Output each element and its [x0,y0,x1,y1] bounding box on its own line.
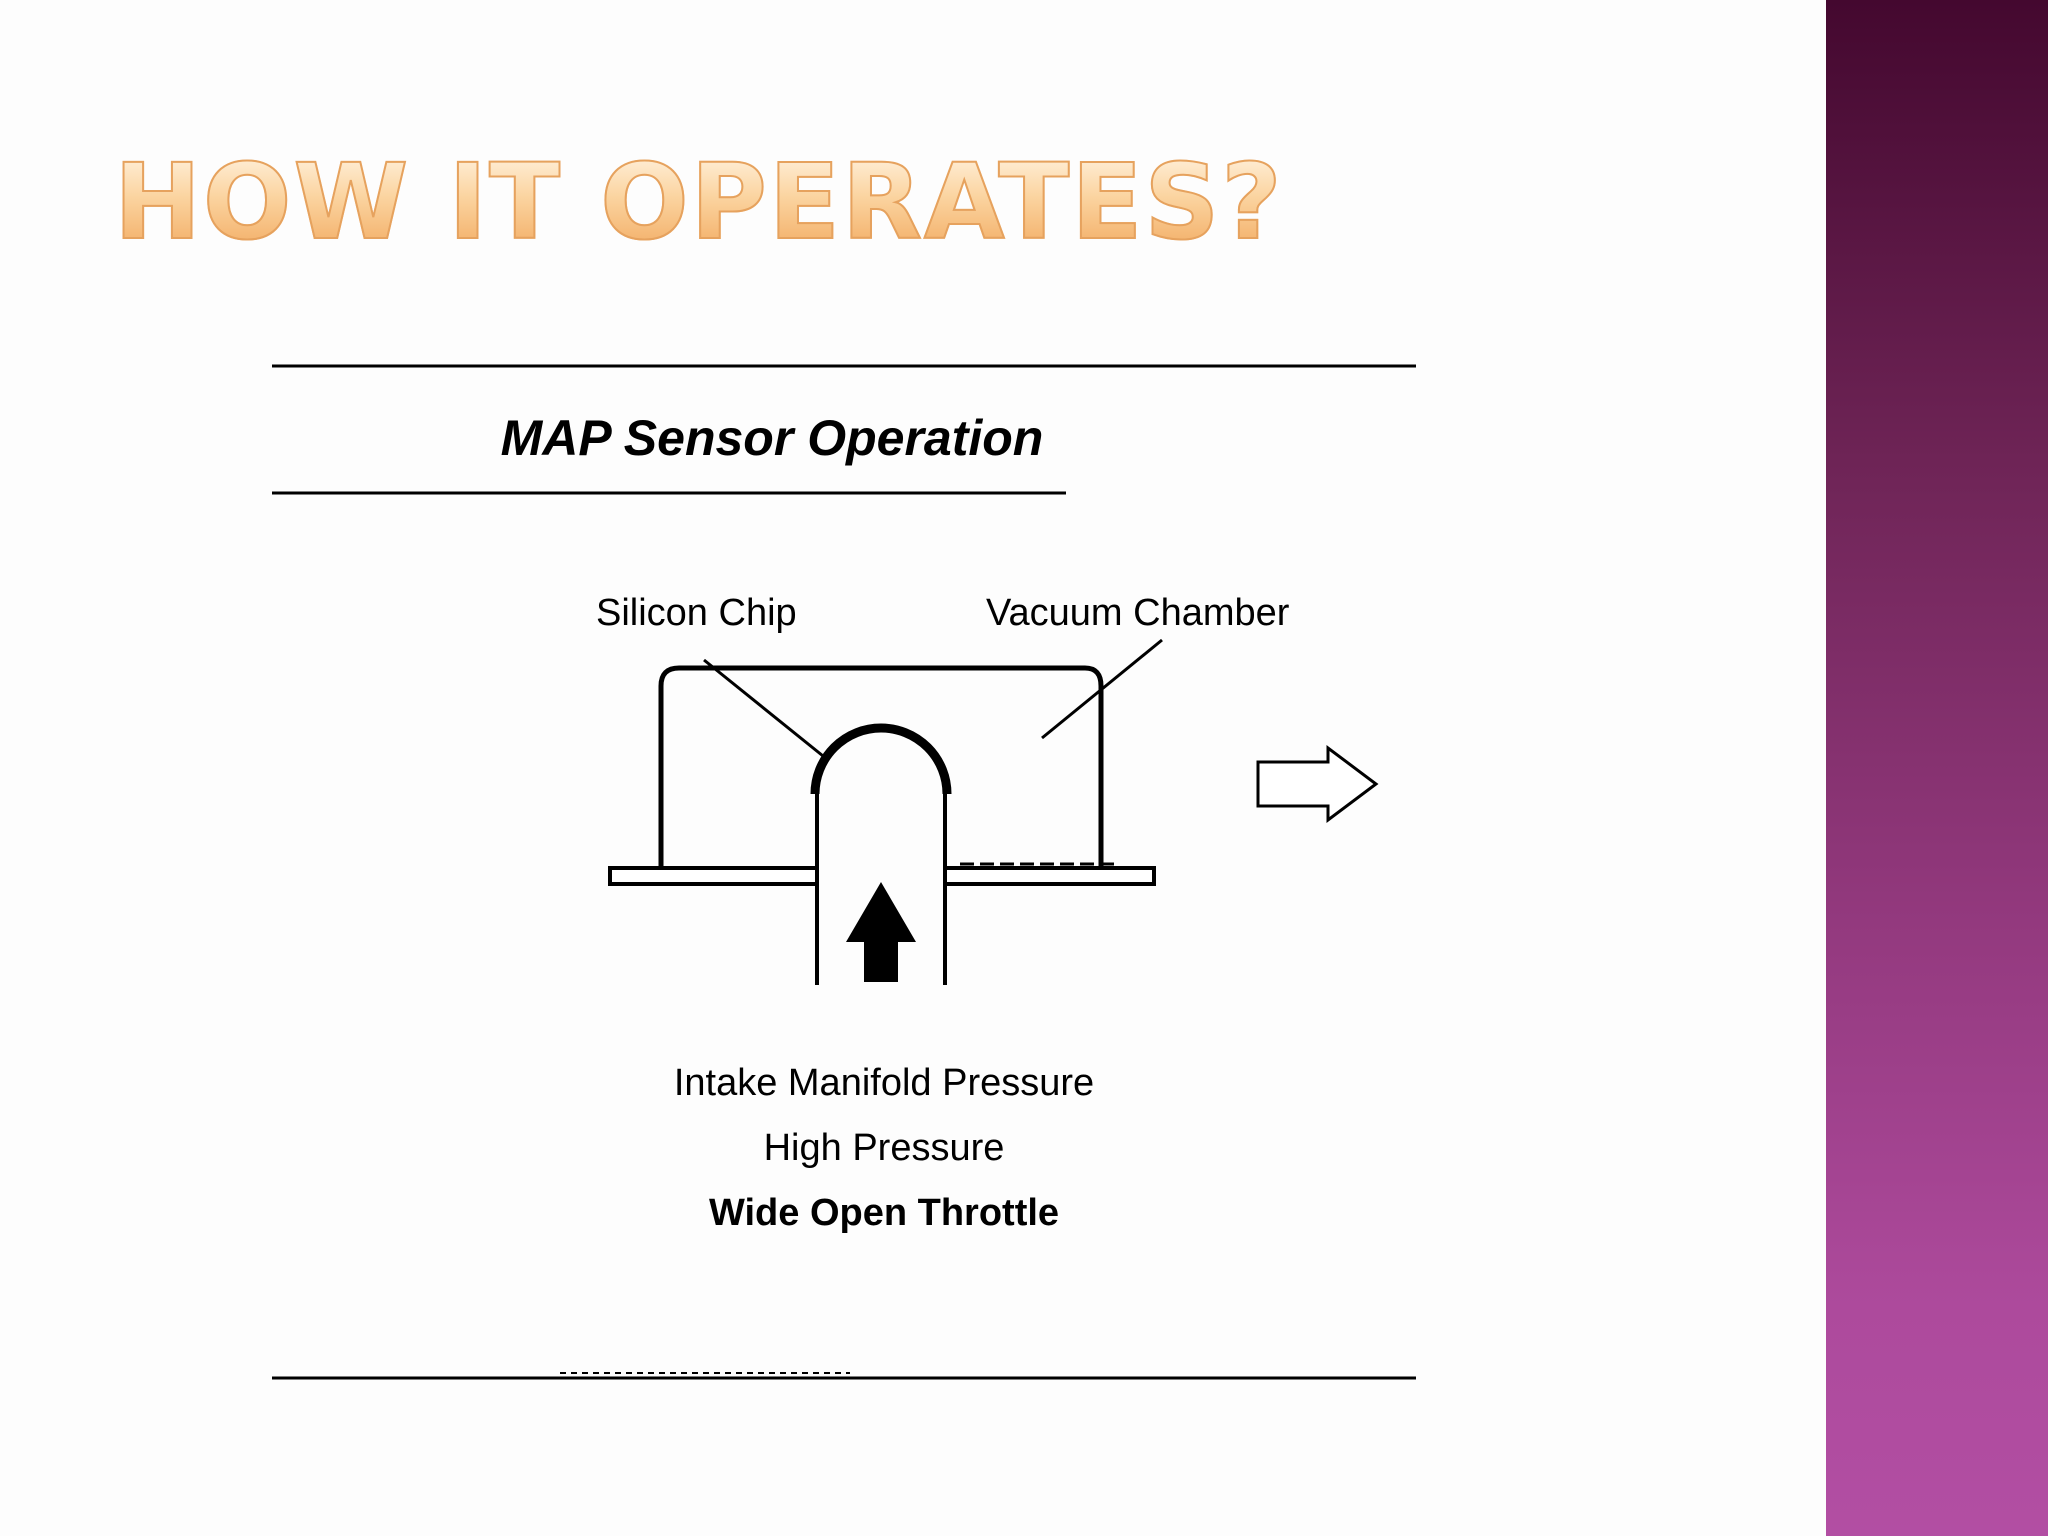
silicon-chip-label: Silicon Chip [596,592,797,634]
decorative-side-band [1826,0,2048,1536]
vacuum-chamber-leader [1041,638,1163,740]
caption-line-1: Intake Manifold Pressure [674,1062,1094,1104]
vacuum-chamber-label: Vacuum Chamber [986,592,1290,634]
figure-heading: MAP Sensor Operation [501,410,1044,466]
caption-line-3: Wide Open Throttle [709,1192,1059,1234]
caption-line-2: High Pressure [764,1127,1005,1169]
sensor-housing [658,665,1104,866]
silicon-chip-leader [703,658,829,762]
right-arrow-outline-icon [1256,745,1379,823]
up-arrow-solid-icon [846,882,916,982]
slide-title: HOW IT OPERATES? [113,141,1284,263]
silicon-chip-diaphragm [810,723,952,795]
